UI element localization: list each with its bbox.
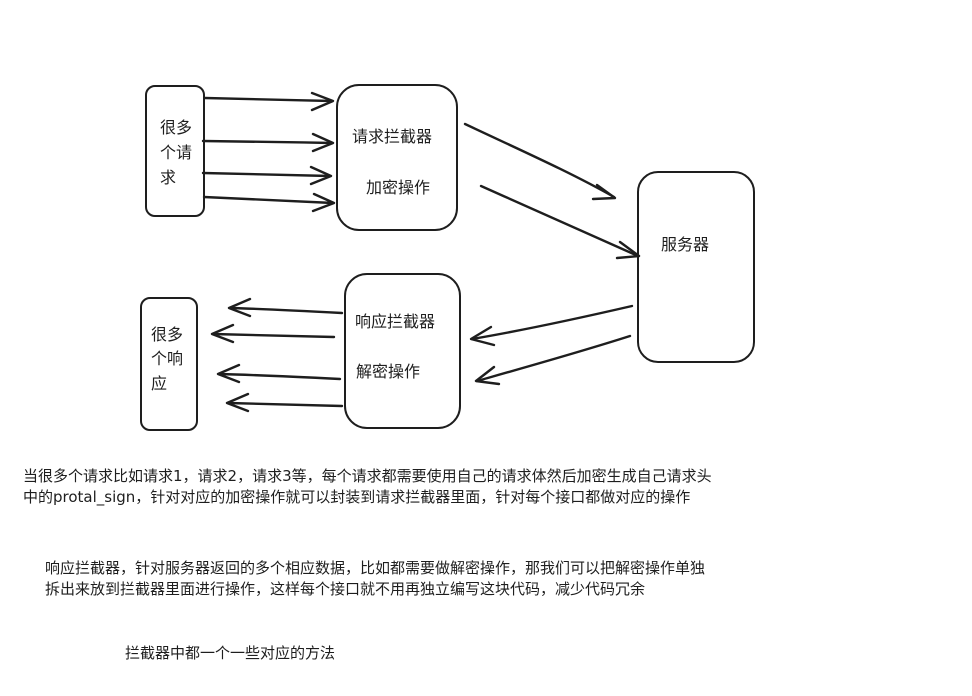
node-many-responses-line-3: 应	[151, 374, 167, 393]
node-response-interceptor-box	[344, 273, 461, 429]
node-many-requests[interactable]: 很多 个请 求	[145, 85, 205, 217]
edge-interceptor-to-server-1	[463, 122, 617, 201]
edge-response-4	[225, 392, 344, 413]
node-request-interceptor-title: 请求拦截器	[352, 127, 432, 146]
request-note-line-1: 当很多个请求比如请求1，请求2，请求3等，每个请求都需要使用自己的请求体然后加密…	[23, 467, 712, 485]
edge-request-1	[203, 91, 335, 112]
node-many-responses-box	[140, 297, 198, 431]
response-note-line-2: 拆出来放到拦截器里面进行操作，这样每个接口就不用再独立编写这块代码，减少代码冗余	[45, 580, 646, 598]
node-many-responses-line-1: 很多	[151, 325, 183, 344]
edge-request-2	[201, 132, 335, 153]
node-many-requests-line-2: 个请	[160, 143, 192, 162]
edge-server-to-interceptor-1	[469, 304, 634, 347]
node-response-interceptor-title: 响应拦截器	[355, 312, 435, 331]
node-server-box	[637, 171, 755, 363]
edge-interceptor-to-server-2	[479, 184, 641, 260]
edge-response-2	[210, 323, 336, 344]
response-note-line-1: 响应拦截器，针对服务器返回的多个相应数据，比如都需要做解密操作，那我们可以把解密…	[45, 559, 706, 577]
edge-server-to-interceptor-2	[474, 334, 632, 386]
node-many-requests-line-3: 求	[160, 168, 176, 187]
edge-request-3	[201, 165, 333, 186]
node-response-interceptor-subtitle: 解密操作	[356, 362, 420, 381]
node-request-interceptor[interactable]: 请求拦截器 加密操作	[336, 84, 458, 231]
response-note: 响应拦截器，针对服务器返回的多个相应数据，比如都需要做解密操作，那我们可以把解密…	[45, 558, 705, 600]
request-note: 当很多个请求比如请求1，请求2，请求3等，每个请求都需要使用自己的请求体然后加密…	[23, 466, 712, 508]
node-request-interceptor-subtitle: 加密操作	[366, 178, 430, 197]
edge-response-3	[216, 363, 342, 384]
request-note-line-2: 中的protal_sign，针对对应的加密操作就可以封装到请求拦截器里面，针对每…	[23, 488, 691, 506]
edge-request-4	[202, 192, 336, 213]
node-many-responses-line-2: 个响	[151, 349, 183, 368]
node-many-requests-box	[145, 85, 205, 217]
node-server-label: 服务器	[661, 235, 709, 254]
node-server[interactable]: 服务器	[637, 171, 755, 363]
node-many-responses[interactable]: 很多 个响 应	[140, 297, 198, 431]
node-response-interceptor[interactable]: 响应拦截器 解密操作	[344, 273, 461, 429]
node-request-interceptor-box	[336, 84, 458, 231]
summary-note: 拦截器中都一个一些对应的方法	[125, 644, 336, 662]
node-many-requests-line-1: 很多	[160, 118, 192, 137]
edge-response-1	[227, 297, 344, 318]
